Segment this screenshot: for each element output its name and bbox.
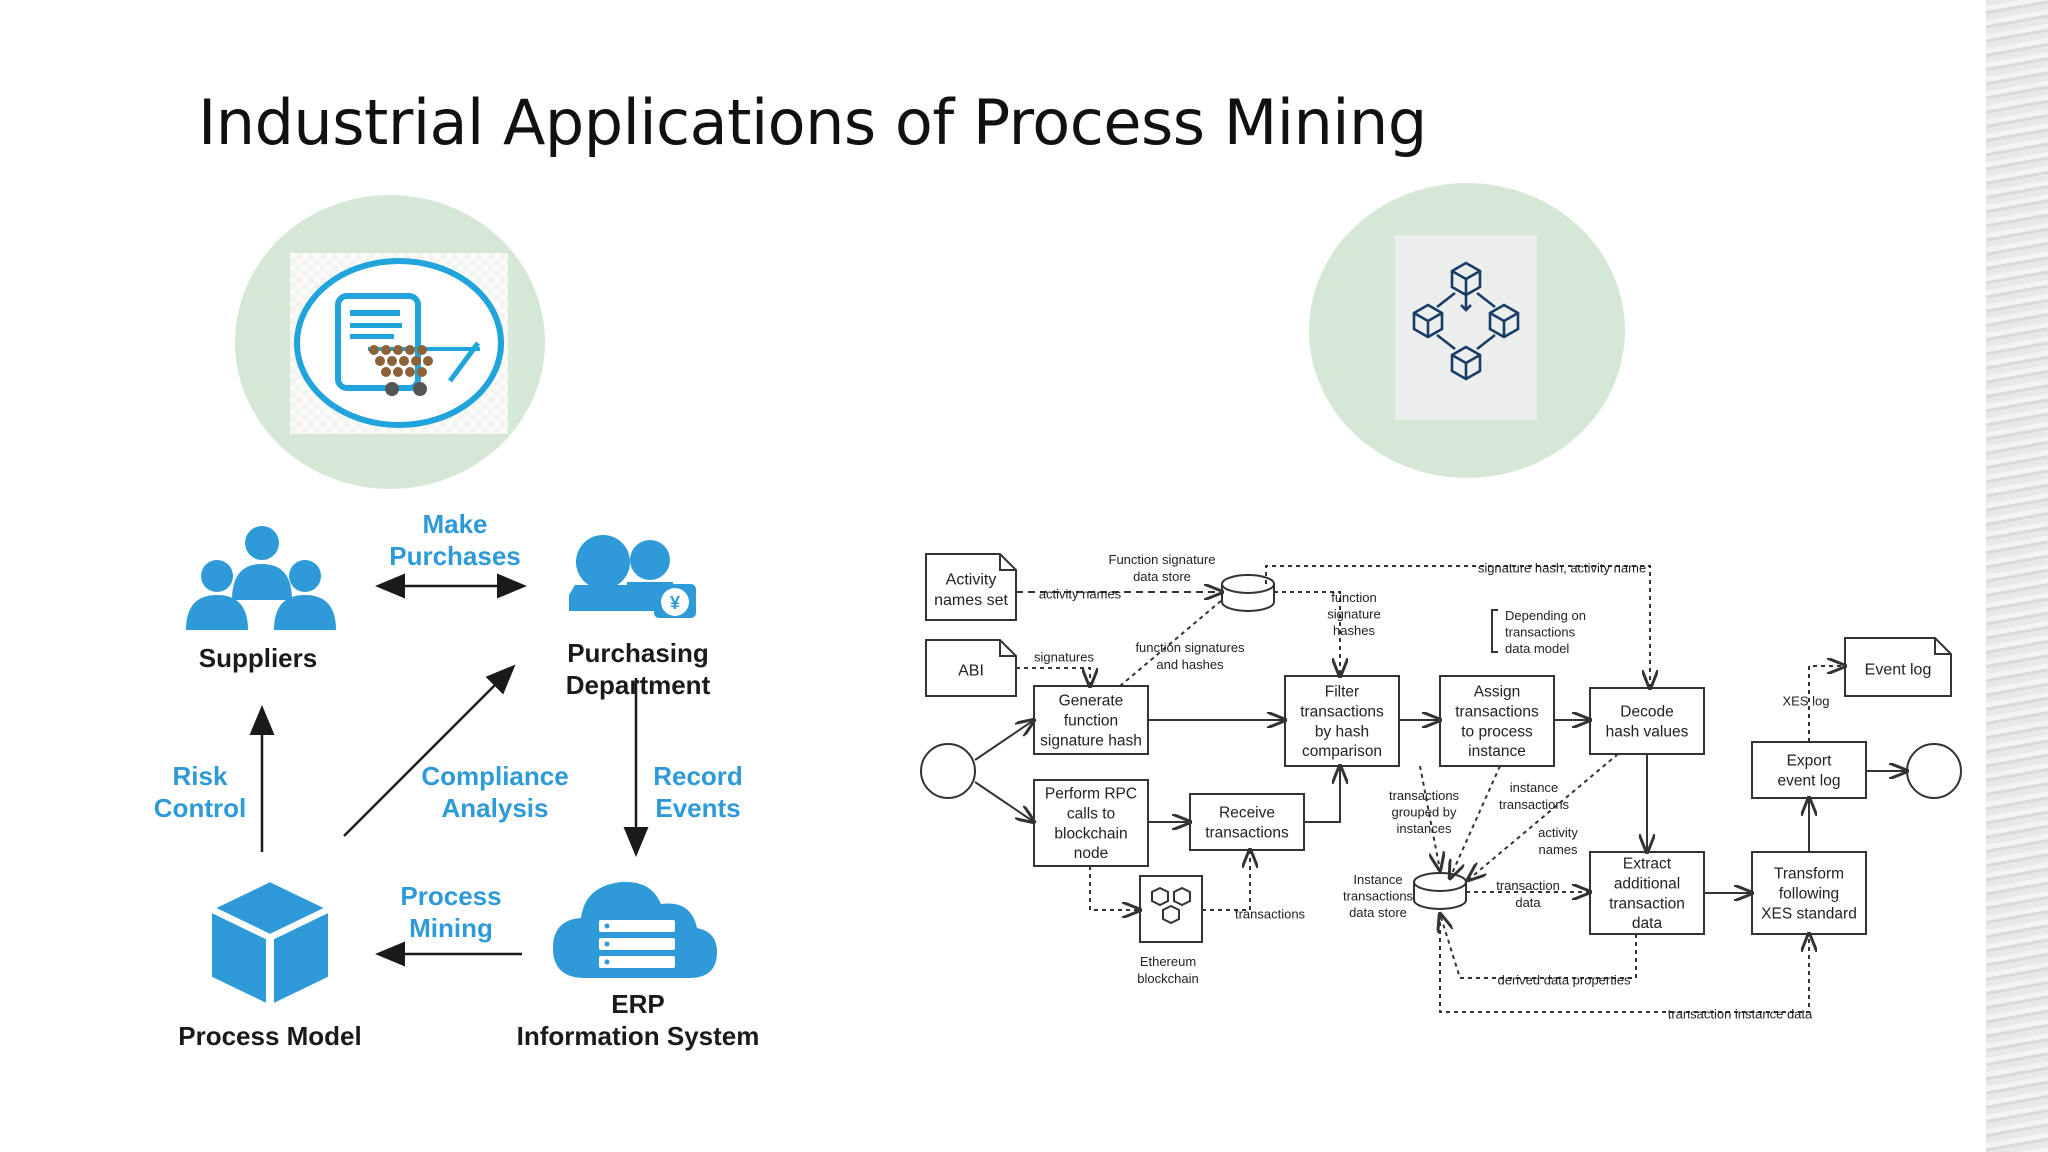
flow-abi-generate — [1016, 667, 1090, 686]
erp-cloud-icon — [553, 881, 717, 978]
end-node — [1906, 743, 1962, 799]
event-log-doc-label: Event log — [1865, 662, 1932, 679]
label-xes-log: XES log — [1783, 694, 1830, 709]
flow-func-sigs-store — [1119, 599, 1223, 687]
instance-transactions-store-top — [1413, 872, 1467, 892]
suppliers-icon — [186, 526, 336, 630]
flow-store-filter — [1274, 591, 1340, 676]
flow-instance-tx — [1450, 765, 1501, 878]
decode-box — [1589, 687, 1705, 755]
activity-names-set-doc — [925, 553, 1017, 621]
brace — [1491, 609, 1498, 653]
cycle-diagram: ¥ — [186, 526, 717, 1010]
flow-start-generate — [974, 720, 1034, 761]
shopping-cart-document-icon — [290, 253, 508, 434]
process-model-label: Process Model — [178, 1021, 362, 1051]
make-purchases-label: Make Purchases — [389, 509, 521, 571]
transform-box — [1751, 851, 1867, 935]
abi-doc-label: ABI — [958, 663, 984, 680]
risk-control-label: Risk Control — [153, 761, 247, 823]
flow-tx-instance-data — [1439, 914, 1809, 1013]
process-mining-label: Process Mining — [400, 881, 502, 943]
blockchain-cubes-icon — [1395, 235, 1537, 420]
flow-sig-hash-decode — [1265, 565, 1650, 688]
label-activity-names: activity names — [1039, 587, 1122, 602]
flow-tx-grouped — [1419, 765, 1440, 870]
generate-hash-box — [1033, 685, 1149, 755]
cube-icon — [1173, 886, 1191, 907]
purchasing-department-icon: ¥ — [569, 535, 696, 618]
cube-icon — [1162, 904, 1180, 925]
record-events-label: Record Events — [653, 761, 743, 823]
flow-derived — [1440, 914, 1637, 979]
label-transaction-instance-data: transaction instance data — [1668, 1007, 1813, 1022]
start-node — [920, 743, 976, 799]
slide-title: Industrial Applications of Process Minin… — [198, 86, 1427, 159]
decorative-torn-edge — [1986, 0, 2048, 1152]
receive-tx-box — [1189, 793, 1305, 851]
compliance-analysis-label: Compliance Analysis — [421, 761, 569, 823]
process-model-cube-icon — [207, 877, 333, 1010]
svg-text:¥: ¥ — [670, 593, 680, 613]
suppliers-label: Suppliers — [198, 643, 318, 673]
flow-activity-names2 — [1468, 753, 1619, 880]
purchasing-department-label: Purchasing Department — [565, 638, 711, 700]
flow-start-rpc — [974, 781, 1034, 822]
cube-icon — [1151, 886, 1169, 907]
label-transactions: transactions — [1235, 907, 1306, 922]
assign-tx-box — [1439, 675, 1555, 767]
erp-information-system-label: ERP Information System — [516, 989, 760, 1051]
label-signatures: signatures — [1034, 650, 1094, 665]
label-signature-hash-activity-name: signature hash, activity name — [1478, 561, 1646, 576]
compliance-arrow — [343, 664, 516, 837]
flow-rpc-eth — [1089, 866, 1140, 910]
abi-doc — [925, 639, 1017, 697]
flow-receive-filter — [1304, 766, 1340, 823]
flow-xes-log — [1808, 666, 1845, 742]
filter-tx-box — [1284, 675, 1400, 767]
label-derived-data-properties: derived data properties — [1498, 973, 1631, 988]
flow-eth-receive — [1202, 850, 1250, 911]
export-box — [1751, 741, 1867, 799]
event-log-doc — [1844, 637, 1952, 697]
perform-rpc-box — [1033, 779, 1149, 867]
